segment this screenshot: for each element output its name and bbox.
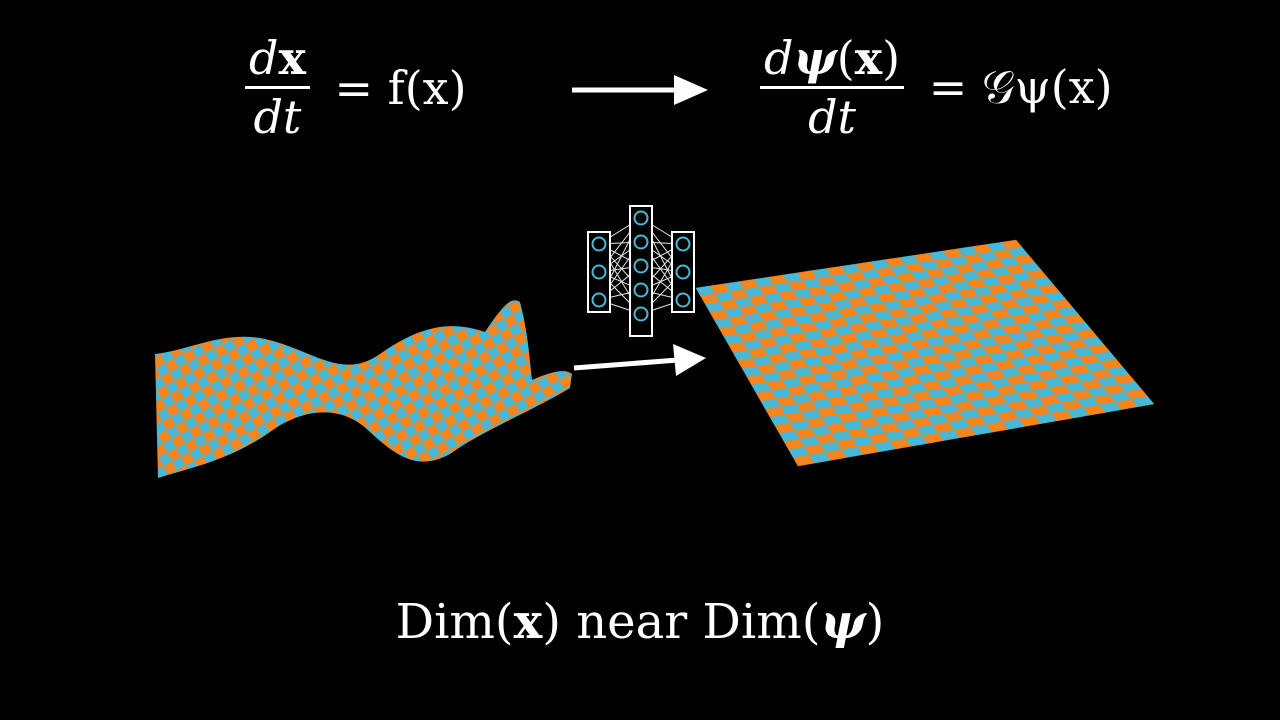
flat-linear-surface: [695, 239, 1155, 467]
dimension-caption: Dim(x) near Dim(ψ): [395, 594, 885, 650]
neuron-node: [633, 258, 649, 274]
neuron-node: [675, 236, 691, 252]
right-arrow-icon: [572, 75, 708, 105]
neuron-node: [591, 236, 607, 252]
fraction-dpsi-dt: dψ(x) dt: [760, 30, 905, 145]
neuron-node: [633, 234, 649, 250]
equation-original-dynamics: dx dt = f(x): [245, 30, 467, 145]
denominator-dt: dt: [808, 90, 857, 144]
wavy-manifold-surface: [155, 300, 572, 478]
neuron-node: [633, 282, 649, 298]
numerator-dpsi: dψ(x): [764, 31, 901, 85]
neuron-node: [633, 210, 649, 226]
neuron-node: [675, 264, 691, 280]
numerator-dx: dx: [249, 31, 306, 85]
rhs-f-of-x: = f(x): [319, 60, 467, 115]
neuron-node: [591, 264, 607, 280]
fraction-dx-dt: dx dt: [245, 30, 310, 145]
denominator-dt: dt: [253, 90, 302, 144]
fraction-bar: [245, 86, 310, 89]
fraction-bar: [760, 86, 905, 89]
equation-koopman-dynamics: dψ(x) dt = 𝒢ψ(x): [760, 30, 1113, 145]
neuron-node: [633, 306, 649, 322]
neuron-node: [675, 292, 691, 308]
right-arrow-icon: [573, 344, 706, 376]
rhs-koopman-operator: = 𝒢ψ(x): [914, 59, 1113, 114]
neuron-node: [591, 292, 607, 308]
neural-network-icon: [587, 205, 695, 337]
